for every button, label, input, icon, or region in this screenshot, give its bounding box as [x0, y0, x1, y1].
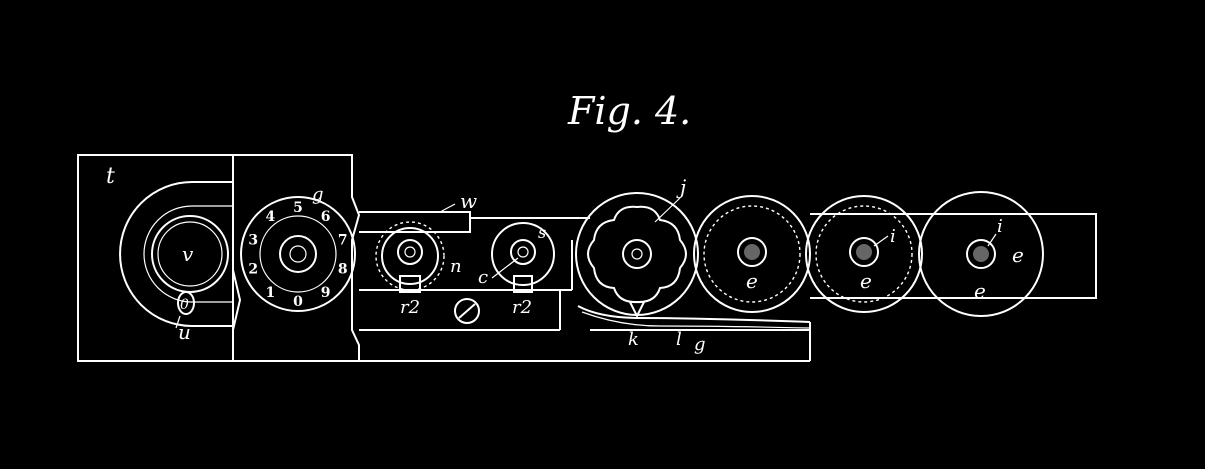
label-c: c [478, 267, 488, 288]
numbered-dial [240, 196, 356, 312]
screw [454, 298, 480, 324]
dial-digit: 5 [293, 200, 303, 216]
label-v: v [182, 242, 194, 266]
label-gg: g [694, 334, 706, 355]
label-n: n [450, 256, 462, 277]
end-box [1043, 213, 1097, 299]
dial-digit: 2 [248, 262, 258, 278]
arched-slot [119, 181, 233, 327]
label-u: u [178, 320, 191, 344]
dial-digits: 0 98 76 5 43 21 [248, 200, 347, 310]
star-wheel-housing [575, 192, 699, 316]
knob-v [151, 215, 229, 293]
dial-digit: 7 [338, 233, 348, 249]
dial-digit: 0 [293, 294, 303, 310]
figure-title: Fig. 4. [567, 89, 691, 133]
dial-digit: 4 [266, 209, 276, 225]
label-s: s [538, 223, 546, 242]
small-wheel-1 [375, 221, 445, 291]
label-j: j [676, 175, 686, 199]
label-i1: i [890, 226, 896, 247]
rail-w [359, 211, 471, 233]
label-r1: r2 [400, 297, 420, 318]
label-e4: e [1012, 243, 1024, 267]
svg-text:0: 0 [180, 297, 189, 313]
label-k: k [628, 329, 639, 350]
housing-block [77, 154, 234, 362]
label-r2: r2 [512, 297, 532, 318]
label-e3: e [974, 279, 986, 303]
label-g: g [312, 184, 324, 205]
dial-digit: 1 [266, 285, 276, 301]
label-w: w [460, 189, 477, 213]
label-t: t [106, 164, 115, 189]
label-l: l [676, 329, 682, 350]
label-e1: e [746, 269, 758, 293]
dial-digit: 6 [321, 209, 331, 225]
counter-wheel-2 [805, 195, 923, 313]
counter-wheel-3 [918, 191, 1044, 317]
dial-digit: 8 [338, 262, 348, 278]
dial-digit: 9 [321, 285, 331, 301]
label-i2: i [997, 216, 1003, 237]
dial-digit: 3 [248, 233, 258, 249]
star-wheel-j [587, 205, 687, 304]
small-wheel-2 [491, 222, 555, 286]
label-e2: e [860, 269, 872, 293]
counter-wheel-1 [693, 195, 811, 313]
oval-u [177, 291, 195, 315]
dial-plate [232, 154, 361, 362]
